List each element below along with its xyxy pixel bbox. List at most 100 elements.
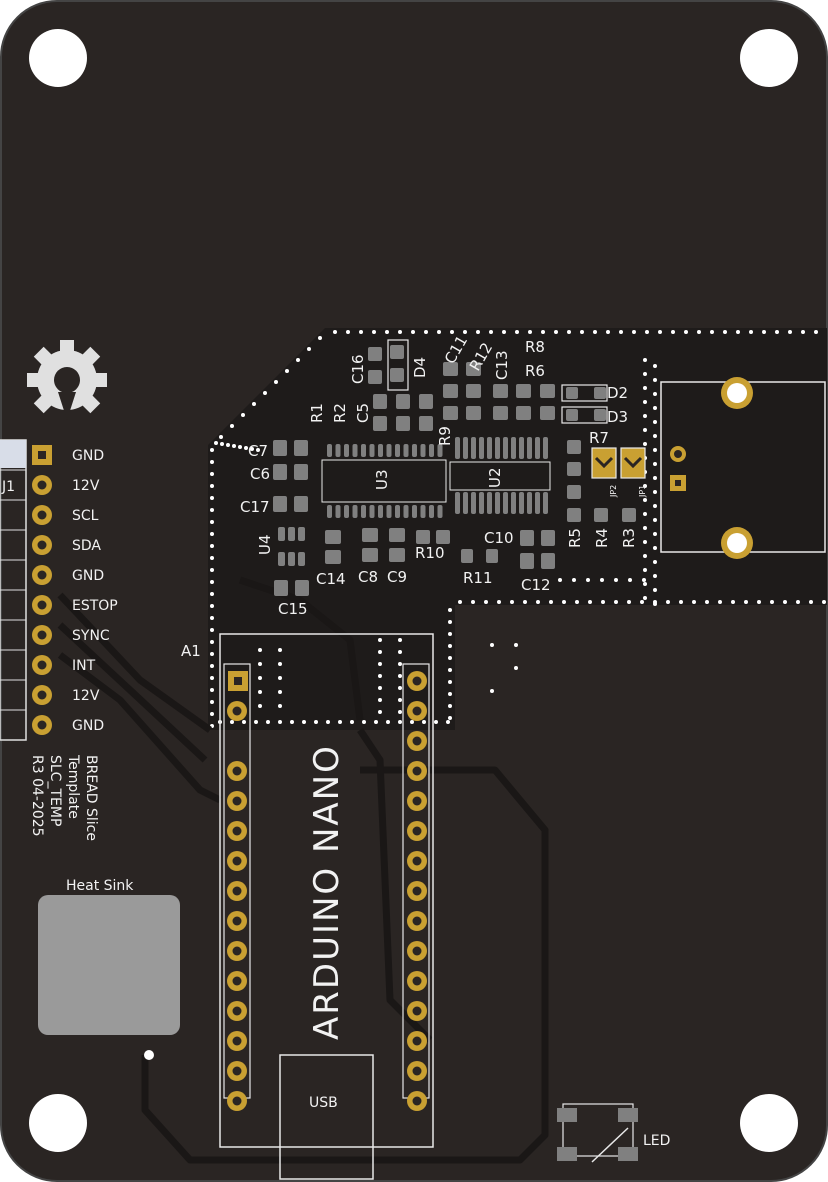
via xyxy=(411,330,415,334)
via xyxy=(318,336,322,340)
smd-pad xyxy=(436,530,450,544)
via xyxy=(258,648,262,652)
via xyxy=(549,600,553,604)
smd-pad xyxy=(540,406,555,420)
diode-d2-outline xyxy=(561,384,608,402)
via xyxy=(643,596,647,600)
ref-J1: J1 xyxy=(1,479,15,495)
via xyxy=(536,600,540,604)
via xyxy=(643,540,647,544)
via xyxy=(302,720,306,724)
via xyxy=(653,490,657,494)
via xyxy=(232,444,236,448)
via xyxy=(448,704,452,708)
smd-pad xyxy=(390,368,404,382)
smd-pad xyxy=(487,492,492,514)
smd-pad xyxy=(278,527,285,541)
via xyxy=(210,640,214,644)
via xyxy=(210,460,214,464)
led-label: LED xyxy=(643,1133,670,1149)
via xyxy=(210,712,214,716)
via xyxy=(580,330,584,334)
via xyxy=(274,380,278,384)
smd-pad xyxy=(520,553,534,569)
via xyxy=(290,720,294,724)
smd-pad xyxy=(535,492,540,514)
via xyxy=(697,330,701,334)
via xyxy=(514,666,518,670)
j1-pin-label: 12V xyxy=(72,478,100,494)
ref-R11: R11 xyxy=(463,569,493,587)
via xyxy=(410,720,414,724)
via xyxy=(296,358,300,362)
via xyxy=(386,720,390,724)
smd-pad xyxy=(389,548,405,562)
smd-pad xyxy=(335,505,341,518)
smd-pad xyxy=(288,527,295,541)
via xyxy=(378,662,382,666)
smd-pad xyxy=(429,444,434,457)
via xyxy=(263,391,267,395)
smd-pad xyxy=(362,548,378,562)
smd-pad xyxy=(437,505,443,518)
smd-pad xyxy=(395,444,400,457)
via xyxy=(398,662,402,666)
via xyxy=(333,330,337,334)
via xyxy=(398,710,402,714)
via xyxy=(586,578,590,582)
via xyxy=(398,330,402,334)
board-text-3: SLC_TEMP xyxy=(47,755,63,826)
smd-pad xyxy=(420,444,426,457)
smd-pad xyxy=(567,440,581,454)
smd-pad xyxy=(325,530,341,544)
via xyxy=(210,448,214,452)
via xyxy=(210,592,214,596)
ref-C9: C9 xyxy=(387,568,407,586)
smd-pad xyxy=(368,370,382,384)
via xyxy=(372,330,376,334)
via xyxy=(490,643,494,647)
via xyxy=(643,428,647,432)
via xyxy=(346,330,350,334)
j1-pin-label: GND xyxy=(72,448,104,464)
via xyxy=(692,600,696,604)
via xyxy=(643,400,647,404)
via-small xyxy=(144,1050,154,1060)
smd-pad xyxy=(352,505,358,518)
smd-pad xyxy=(420,505,426,518)
via xyxy=(210,664,214,668)
via xyxy=(643,372,647,376)
via xyxy=(210,628,214,632)
via xyxy=(744,600,748,604)
via xyxy=(398,650,402,654)
terminal-block-right xyxy=(660,377,826,559)
via xyxy=(770,600,774,604)
via xyxy=(606,330,610,334)
via xyxy=(643,358,647,362)
smd-pad xyxy=(540,384,555,398)
smd-pad xyxy=(294,496,308,512)
via xyxy=(458,600,462,604)
smd-pad xyxy=(443,362,458,376)
smd-pad xyxy=(495,492,500,514)
smd-pad xyxy=(471,437,476,459)
smd-pad xyxy=(527,437,532,459)
ref-C14: C14 xyxy=(316,570,346,588)
ref-R9: R9 xyxy=(436,426,454,446)
via xyxy=(258,676,262,680)
smd-pad xyxy=(298,552,305,566)
ref-A1: A1 xyxy=(181,642,201,660)
smd-pad xyxy=(378,505,383,518)
j1-pin-label: ESTOP xyxy=(72,598,118,614)
smd-pad xyxy=(567,508,581,522)
via xyxy=(338,720,342,724)
via xyxy=(601,600,605,604)
smd-pad xyxy=(594,508,608,522)
via xyxy=(614,600,618,604)
smd-pad xyxy=(344,444,349,457)
via xyxy=(378,674,382,678)
via xyxy=(653,364,657,368)
smd-pad xyxy=(622,508,636,522)
smd-pad xyxy=(288,552,295,566)
smd-pad xyxy=(395,505,400,518)
